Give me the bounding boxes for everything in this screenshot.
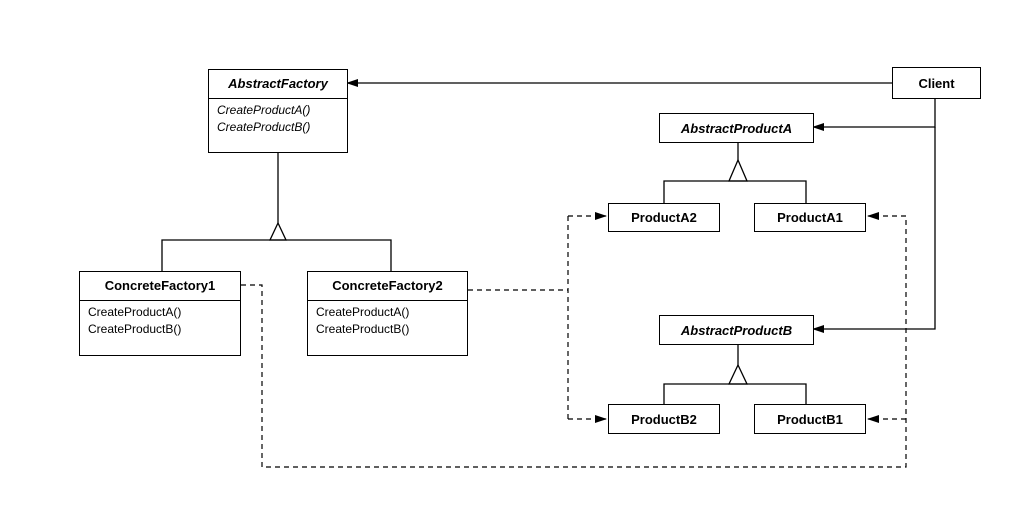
product-b1-name: ProductB1 [777,411,843,427]
product-a-inheritance [663,142,807,204]
product-b2-class: ProductB2 [608,404,720,434]
abstract-product-a-class: AbstractProductA [659,113,814,143]
product-a1-class: ProductA1 [754,203,866,232]
concrete-factory-2-name: ConcreteFactory2 [332,278,443,293]
product-a2-class: ProductA2 [608,203,720,232]
factory-inheritance [161,152,392,271]
operation-create-product-a: CreateProductA() [316,305,410,319]
concrete-factory-1-dependencies [241,212,907,468]
concrete-factory-1-class: ConcreteFactory1 CreateProductA() Create… [79,271,241,356]
product-b-inheritance [663,344,807,404]
operation-create-product-b: CreateProductB() [217,120,311,134]
client-to-abstract-product-b-association [812,127,936,333]
abstract-factory-class: AbstractFactory CreateProductA() CreateP… [208,69,348,153]
operation-create-product-b: CreateProductB() [88,322,182,336]
abstract-product-a-name: AbstractProductA [680,120,793,136]
client-name: Client [918,75,955,91]
abstract-factory-name: AbstractFactory [228,76,328,91]
product-a1-name: ProductA1 [777,210,843,225]
product-b1-class: ProductB1 [754,404,866,434]
product-b2-name: ProductB2 [631,411,697,427]
concrete-factory-2-class: ConcreteFactory2 CreateProductA() Create… [307,271,468,356]
abstract-product-b-name: AbstractProductB [680,322,793,338]
concrete-factory-1-name: ConcreteFactory1 [104,278,216,293]
abstract-factory-operations: CreateProductA() CreateProductB() [209,98,347,139]
concrete-factory-2-operations: CreateProductA() CreateProductB() [308,300,467,341]
client-to-abstract-product-a-association [812,99,936,131]
concrete-factory-1-operations: CreateProductA() CreateProductB() [80,300,240,341]
client-class: Client [892,67,981,99]
product-a2-name: ProductA2 [631,210,697,225]
operation-create-product-a: CreateProductA() [217,103,311,117]
operation-create-product-a: CreateProductA() [88,305,182,319]
concrete-factory-2-dependencies [468,212,607,423]
abstract-product-b-class: AbstractProductB [659,315,814,345]
operation-create-product-b: CreateProductB() [316,322,410,336]
